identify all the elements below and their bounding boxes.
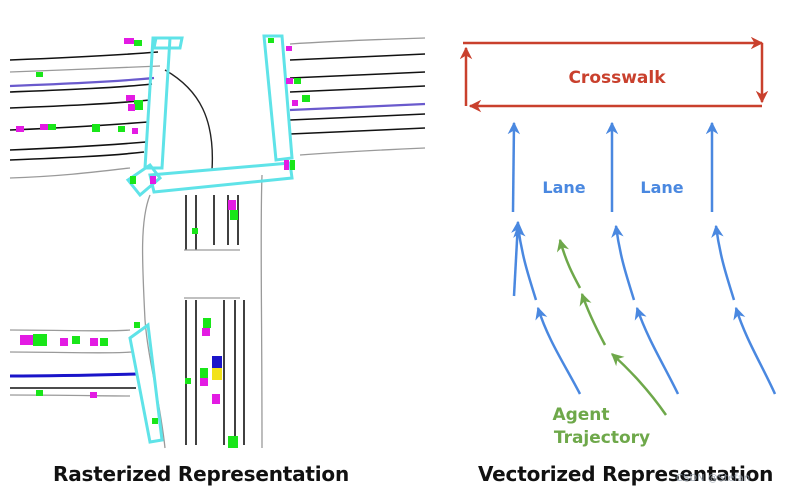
crosswalk-vector bbox=[459, 36, 769, 113]
raster-crosswalks bbox=[125, 34, 294, 444]
rasterized-caption: Rasterized Representation bbox=[53, 462, 349, 486]
vectorized-caption: Vectorized Representation bbox=[478, 462, 774, 486]
lane-vector-1 bbox=[507, 121, 582, 395]
road-lines-upper-right bbox=[289, 53, 426, 135]
watermark: CSDN @Stefan bbox=[676, 473, 751, 484]
road-lines-upper-left bbox=[9, 51, 159, 161]
road-curve bbox=[164, 69, 214, 171]
lane-centerline-purple bbox=[9, 76, 155, 88]
lane-vector-2 bbox=[605, 121, 680, 395]
lane-label-1: Lane bbox=[542, 178, 585, 197]
lane-label-2: Lane bbox=[640, 178, 683, 197]
lane-centerline-blue bbox=[9, 372, 139, 378]
crosswalk-label: Crosswalk bbox=[568, 68, 666, 88]
agent-trajectory-vector bbox=[556, 238, 668, 416]
agent-label-line2: Trajectory bbox=[554, 428, 650, 448]
lane-vector-3 bbox=[705, 121, 777, 395]
rasterized-map bbox=[9, 34, 426, 449]
agent-label-line1: Agent bbox=[552, 405, 609, 425]
raster-agents bbox=[16, 38, 310, 448]
